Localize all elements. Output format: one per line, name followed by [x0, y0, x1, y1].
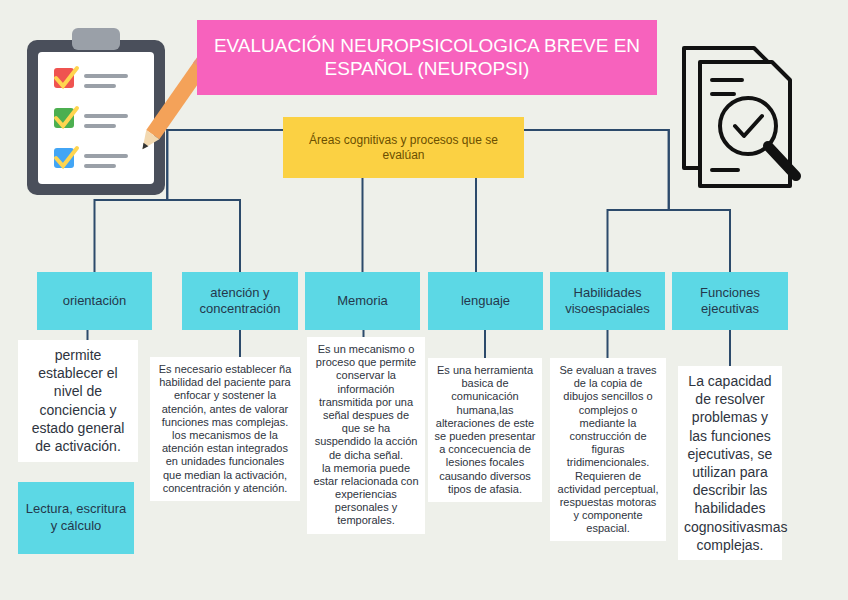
area-box: lenguaje: [428, 272, 543, 330]
document-magnifier-icon: [684, 48, 796, 186]
description-box: La capacidad de resolver problemas y las…: [678, 366, 782, 560]
connector-line: [362, 178, 364, 272]
description-box: Es un mecanismo o proceso que permite co…: [307, 337, 425, 534]
area-box: Funciones ejecutivas: [672, 272, 788, 330]
box-text: Es necesario establecer ña habilidad del…: [156, 363, 294, 429]
clipboard-board: [27, 40, 165, 195]
pencil-lead: [140, 143, 148, 151]
box-text: orientación: [43, 293, 146, 309]
area-box: Memoria: [305, 272, 420, 330]
title-banner: EVALUACIÓN NEUROPSICOLOGICA BREVE EN ESP…: [197, 20, 657, 95]
title-text: EVALUACIÓN NEUROPSICOLOGICA BREVE EN ESP…: [213, 35, 641, 81]
description-box: Se evaluan a traves de la copia de dibuj…: [550, 358, 666, 541]
pencil-tip: [136, 130, 159, 154]
box-text: Memoria: [311, 293, 414, 309]
connector-line: [363, 330, 365, 337]
box-text: los mecanismos de la atención estan inte…: [156, 429, 294, 495]
sub-area-box: Lectura, escritura y cálculo: [18, 482, 134, 554]
clipboard-paper: [38, 52, 154, 184]
root-box: Áreas cognitivas y procesos que se evalú…: [283, 117, 524, 178]
text-lines: [86, 76, 126, 166]
document-front: [700, 62, 790, 186]
box-text: atención y concentración: [188, 285, 292, 318]
box-text: Áreas cognitivas y procesos que se evalú…: [293, 133, 514, 163]
connector-line: [95, 130, 284, 272]
box-text: Se evaluan a traves de la copia de dibuj…: [556, 364, 660, 535]
connector-line: [484, 330, 486, 358]
box-text: la memoria puede estar relacionada con e…: [313, 462, 419, 528]
description-box: permite establecer el nivel de concienci…: [18, 340, 138, 462]
magnifier-check: [735, 116, 762, 136]
connector-line: [607, 330, 609, 358]
box-text: Lectura, escritura y cálculo: [24, 501, 128, 535]
box-text: lenguaje: [434, 293, 537, 309]
connector-line: [524, 130, 730, 272]
connector-line: [87, 330, 89, 340]
connector-line: [239, 330, 241, 357]
description-box: Es necesario establecer ña habilidad del…: [150, 357, 300, 501]
area-box: orientación: [37, 272, 152, 330]
box-text: Funciones ejecutivas: [678, 285, 782, 318]
box-text: Es un mecanismo o proceso que permite co…: [313, 343, 419, 462]
clipboard-clip: [72, 28, 120, 50]
magnifier-handle: [768, 146, 796, 176]
connector-line: [729, 330, 731, 366]
box-text: permite establecer el nivel de concienci…: [24, 346, 132, 455]
connector-line: [167, 130, 283, 272]
box-text: La capacidad de resolver problemas y las…: [684, 372, 776, 554]
box-text: Habilidades visoespaciales: [556, 285, 659, 318]
area-box: atención y concentración: [182, 272, 298, 330]
check-marks: [56, 68, 77, 166]
description-box: Es una herramienta basica de comunicació…: [428, 358, 542, 502]
box-text: Es una herramienta basica de comunicació…: [434, 364, 536, 496]
connector-line: [475, 178, 477, 272]
connector-line: [524, 130, 669, 272]
area-box: Habilidades visoespaciales: [550, 272, 665, 330]
clipboard-icon: [27, 28, 212, 195]
